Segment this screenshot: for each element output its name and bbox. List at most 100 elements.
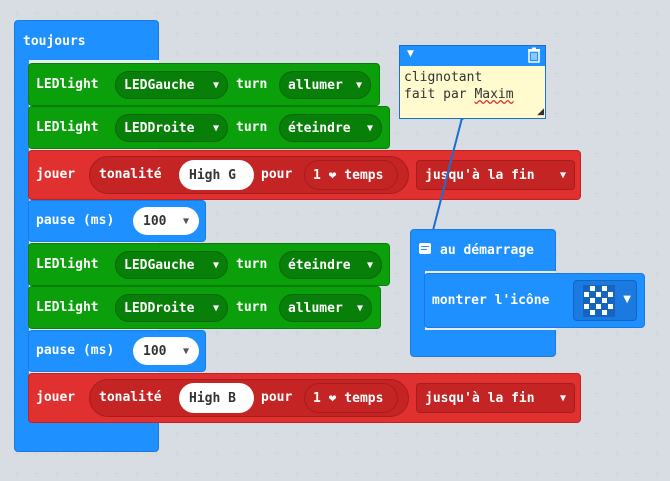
grid-plus-mark: + [572, 107, 582, 120]
grid-plus-mark: + [12, 447, 22, 460]
grid-plus-mark: + [592, 7, 602, 20]
trash-icon[interactable] [527, 47, 541, 67]
grid-plus-mark: + [392, 327, 402, 340]
note-picker[interactable]: High G [179, 160, 254, 190]
grid-plus-mark: + [612, 27, 622, 40]
grid-plus-mark: + [232, 227, 242, 240]
grid-plus-mark: + [612, 447, 622, 460]
grid-plus-mark: + [652, 247, 662, 260]
beats-dropdown[interactable]: 1 ❤ temps [304, 160, 398, 190]
grid-plus-mark: + [652, 67, 662, 80]
grid-plus-mark: + [172, 27, 182, 40]
comment-icon[interactable] [419, 243, 431, 254]
grid-plus-mark: + [572, 7, 582, 20]
grid-plus-mark: + [32, 7, 42, 20]
play-mode-dropdown[interactable]: jusqu'à la fin▼ [416, 383, 575, 413]
pause-value-input[interactable]: 100▼ [133, 337, 199, 365]
grid-plus-mark: + [212, 347, 222, 360]
grid-plus-mark: + [372, 47, 382, 60]
grid-plus-mark: + [232, 7, 242, 20]
pause-value: 100 [143, 213, 167, 229]
comment-header[interactable]: ▼ [400, 46, 545, 66]
chevron-down-icon: ▼ [355, 79, 362, 91]
grid-plus-mark: + [212, 327, 222, 340]
grid-plus-mark: + [652, 387, 662, 400]
grid-plus-mark: + [532, 467, 542, 480]
comment-line-2-prefix: fait par [404, 87, 475, 102]
checkerboard-icon [583, 285, 615, 317]
grid-plus-mark: + [652, 467, 662, 480]
led-state-dropdown[interactable]: éteindre▼ [279, 251, 382, 279]
grid-plus-mark: + [572, 467, 582, 480]
grid-plus-mark: + [552, 87, 562, 100]
grid-plus-mark: + [352, 27, 362, 40]
grid-plus-mark: + [432, 27, 442, 40]
led-target-dropdown[interactable]: LEDDroite▼ [115, 114, 228, 142]
grid-plus-mark: + [632, 187, 642, 200]
grid-plus-mark: + [592, 167, 602, 180]
chevron-down-icon[interactable]: ▼ [407, 49, 414, 59]
grid-plus-mark: + [552, 467, 562, 480]
grid-plus-mark: + [152, 467, 162, 480]
grid-plus-mark: + [612, 107, 622, 120]
grid-plus-mark: + [632, 447, 642, 460]
grid-plus-mark: + [112, 7, 122, 20]
grid-plus-mark: + [232, 47, 242, 60]
grid-plus-mark: + [232, 447, 242, 460]
grid-plus-mark: + [552, 107, 562, 120]
grid-plus-mark: + [652, 167, 662, 180]
pause-value-input[interactable]: 100 ▼ [133, 207, 199, 235]
grid-plus-mark: + [212, 207, 222, 220]
grid-plus-mark: + [232, 207, 242, 220]
grid-plus-mark: + [272, 7, 282, 20]
grid-plus-mark: + [632, 47, 642, 60]
grid-plus-mark: + [372, 27, 382, 40]
play-mode-dropdown[interactable]: jusqu'à la fin▼ [416, 160, 575, 190]
note-picker[interactable]: High B [179, 383, 254, 413]
tone-keyword: jouer [36, 390, 76, 405]
chevron-down-icon: ▼ [182, 215, 189, 227]
grid-plus-mark: + [112, 447, 122, 460]
chevron-down-icon: ▼ [212, 302, 219, 314]
comment-box[interactable]: ▼ clignotant fait par Maxim ◢ [399, 45, 546, 119]
led-keyword: LEDlight [36, 120, 99, 135]
led-target-dropdown[interactable]: LEDGauche▼ [115, 251, 228, 279]
grid-plus-mark: + [352, 47, 362, 60]
icon-picker-dropdown[interactable]: ▼ [573, 280, 637, 321]
grid-plus-mark: + [612, 467, 622, 480]
show-icon-label: montrer l'icône [432, 293, 550, 308]
grid-plus-mark: + [612, 167, 622, 180]
grid-plus-mark: + [472, 7, 482, 20]
led-target-dropdown[interactable]: LEDGauche▼ [115, 71, 228, 99]
grid-plus-mark: + [572, 67, 582, 80]
beats-value: 1 ❤ temps [313, 390, 384, 406]
play-mode-value: jusqu'à la fin [425, 167, 535, 183]
tone-label: tonalité [99, 167, 162, 182]
led-state-dropdown[interactable]: allumer▼ [279, 294, 372, 322]
grid-plus-mark: + [52, 467, 62, 480]
led-state-dropdown[interactable]: allumer▼ [279, 71, 371, 99]
comment-text-area[interactable]: clignotant fait par Maxim [400, 66, 545, 106]
grid-plus-mark: + [572, 427, 582, 440]
grid-plus-mark: + [372, 467, 382, 480]
grid-plus-mark: + [492, 207, 502, 220]
grid-plus-mark: + [512, 427, 522, 440]
grid-plus-mark: + [532, 127, 542, 140]
pause-label: pause (ms) [36, 343, 115, 358]
grid-plus-mark: + [632, 327, 642, 340]
grid-plus-mark: + [632, 427, 642, 440]
led-turn-label: turn [236, 77, 268, 92]
led-state-dropdown[interactable]: éteindre▼ [279, 114, 382, 142]
resize-handle-icon[interactable]: ◢ [537, 107, 544, 117]
grid-plus-mark: + [272, 347, 282, 360]
beats-dropdown[interactable]: 1 ❤ temps [304, 383, 398, 413]
grid-plus-mark: + [512, 7, 522, 20]
grid-plus-mark: + [332, 27, 342, 40]
grid-plus-mark: + [172, 47, 182, 60]
grid-plus-mark: + [172, 447, 182, 460]
grid-plus-mark: + [332, 467, 342, 480]
led-target-dropdown[interactable]: LEDDroite▼ [115, 294, 228, 322]
grid-plus-mark: + [392, 207, 402, 220]
on-start-label: au démarrage [440, 243, 534, 258]
grid-plus-mark: + [612, 407, 622, 420]
